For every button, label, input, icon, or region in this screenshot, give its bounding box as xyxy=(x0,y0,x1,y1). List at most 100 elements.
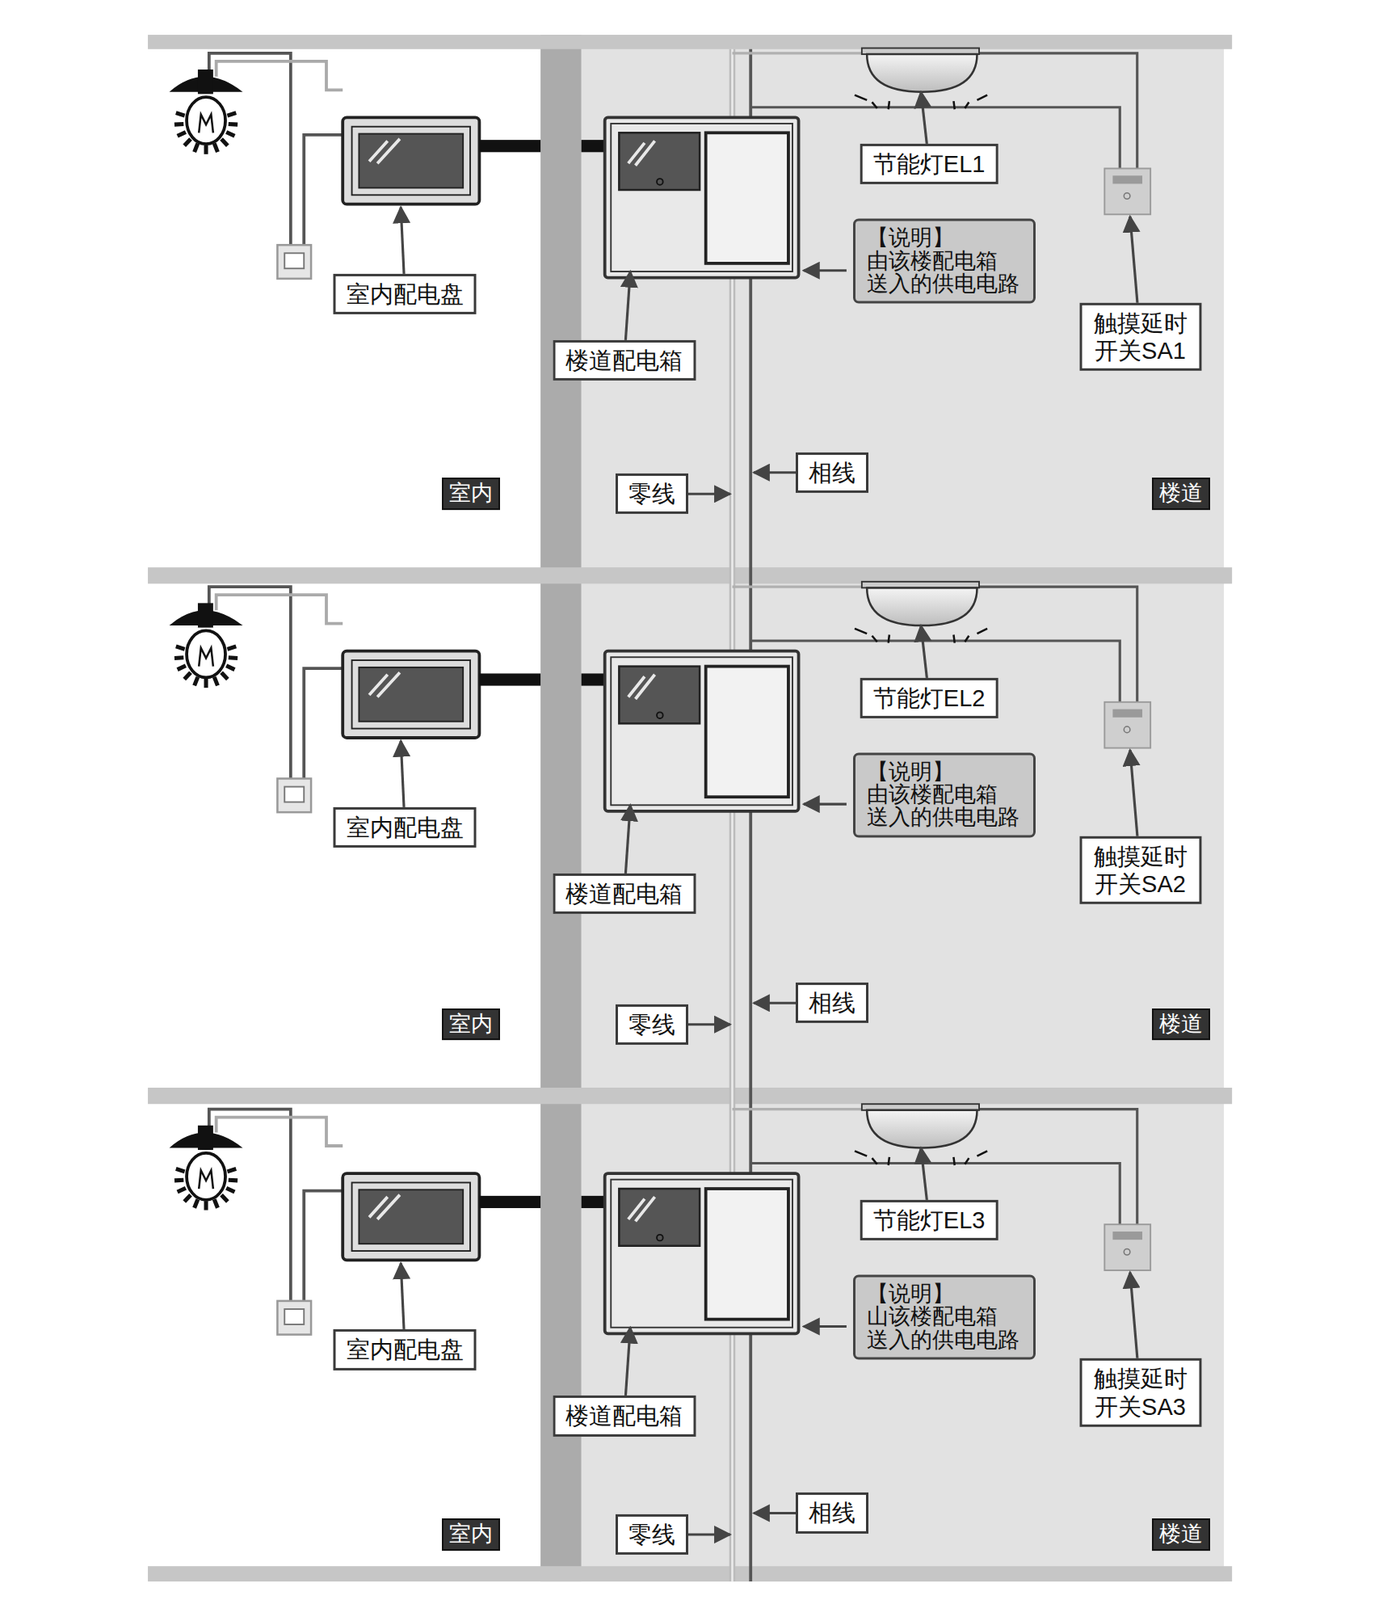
light-ray xyxy=(854,95,867,101)
indoor-wire xyxy=(216,61,344,90)
label-box: 零线 xyxy=(615,473,689,514)
bulb-ray xyxy=(176,113,185,117)
indoor-wire xyxy=(216,1117,344,1146)
label-box: 室内配电盘 xyxy=(333,807,477,848)
filament xyxy=(198,1169,214,1189)
bulb-ray xyxy=(184,1194,191,1202)
bulb-ray xyxy=(177,132,186,137)
glass-glint xyxy=(628,140,656,165)
touch-point xyxy=(1123,1248,1131,1256)
glass-glint xyxy=(369,138,400,164)
lamp-wire xyxy=(732,585,868,589)
light-ray xyxy=(953,1156,955,1165)
label-box: 节能灯EL3 xyxy=(860,1199,999,1241)
glass-glint xyxy=(628,1196,656,1221)
bulb-ray xyxy=(174,121,184,127)
bulb-ray xyxy=(228,1177,238,1183)
light-bulb xyxy=(186,630,226,677)
light-bulb xyxy=(186,1152,226,1200)
leader-line xyxy=(803,802,847,805)
label-text: 触摸延时 开关SA1 xyxy=(1092,308,1189,364)
label-text: 楼道 xyxy=(1159,1011,1203,1038)
wall xyxy=(540,34,582,1581)
cable xyxy=(581,672,606,686)
note-box: 【说明】山该楼配电箱 送入的供电电路 xyxy=(853,1273,1036,1359)
light-ray xyxy=(888,100,890,110)
bulb-ray xyxy=(177,1187,186,1192)
label-text: 由该楼配电箱 送入的供电电路 xyxy=(866,782,1022,829)
bulb-ray xyxy=(174,1177,184,1183)
lamp-wire xyxy=(732,51,868,55)
floor-illustration xyxy=(169,48,1152,361)
label-box: 楼道配电箱 xyxy=(552,340,696,381)
lamp-wire xyxy=(977,586,1138,703)
indoor-wire xyxy=(303,1190,343,1301)
area-tag: 室内 xyxy=(441,477,501,510)
board-frame xyxy=(352,126,471,196)
label-box: 楼道配电箱 xyxy=(552,873,696,914)
ceiling-lamp xyxy=(866,54,977,93)
label-text: 【说明】 xyxy=(866,760,1022,783)
light-ray xyxy=(977,628,988,634)
label-text: 触摸延时 开关SA3 xyxy=(1092,1364,1189,1420)
bulb-ray xyxy=(184,672,191,679)
meter-window xyxy=(618,1188,700,1246)
label-text: 相线 xyxy=(808,988,856,1017)
label-text: 相线 xyxy=(808,1498,856,1526)
light-ray xyxy=(977,95,988,101)
label-text: 零线 xyxy=(628,1009,676,1038)
label-text: 楼道 xyxy=(1159,1521,1203,1547)
label-text: 节能灯EL3 xyxy=(873,1206,986,1234)
light-ray xyxy=(871,635,877,643)
label-text: 楼道 xyxy=(1159,480,1203,507)
label-box: 零线 xyxy=(615,1003,689,1044)
light-ray xyxy=(977,1150,988,1156)
label-box: 楼道配电箱 xyxy=(552,1395,696,1436)
touch-switch xyxy=(1104,1223,1151,1270)
label-text: 室内 xyxy=(449,1521,493,1547)
bulb-ray xyxy=(214,676,218,686)
light-ray xyxy=(953,100,955,110)
light-ray xyxy=(964,635,969,643)
label-text: 触摸延时 开关SA2 xyxy=(1092,842,1189,898)
indoor-board xyxy=(342,651,480,738)
bulb-ray xyxy=(214,143,218,153)
glass-glint xyxy=(369,672,400,697)
label-text: 节能灯EL2 xyxy=(873,683,986,711)
bulb-ray xyxy=(226,646,236,650)
light-ray xyxy=(888,634,890,643)
bulb-ray xyxy=(177,665,186,670)
lock xyxy=(656,1234,664,1241)
label-text: 室内配电盘 xyxy=(346,280,464,308)
light-ray xyxy=(964,101,969,109)
bulb-ray xyxy=(226,113,236,117)
box-door xyxy=(706,666,789,798)
floor-illustration xyxy=(169,581,1152,894)
touch-switch xyxy=(1104,702,1151,749)
label-text: 节能灯EL1 xyxy=(873,150,986,178)
box-frame xyxy=(610,1179,793,1328)
ceiling-lamp xyxy=(866,1109,977,1148)
label-box: 零线 xyxy=(615,1513,689,1555)
floor-slab xyxy=(147,34,1232,50)
lamp-holder xyxy=(197,69,214,94)
cable xyxy=(479,139,541,152)
bulb-ray xyxy=(226,1168,236,1172)
bulb-ray xyxy=(176,1168,185,1172)
label-text: 室内 xyxy=(449,1011,493,1038)
label-box: 室内配电盘 xyxy=(333,273,477,315)
box-frame xyxy=(610,656,793,805)
label-text: 【说明】 xyxy=(866,1282,1022,1305)
label-text: 零线 xyxy=(628,479,676,508)
glass-glint xyxy=(369,1194,400,1220)
box-door xyxy=(706,1188,789,1320)
lamp-holder xyxy=(197,1125,214,1150)
lamp-wire xyxy=(977,1109,1138,1225)
board-frame xyxy=(352,659,471,729)
lamp-wire xyxy=(977,53,1138,169)
indoor-wire xyxy=(303,668,343,778)
bulb-ray xyxy=(228,655,238,660)
label-box: 节能灯EL1 xyxy=(860,143,999,185)
label-box: 相线 xyxy=(795,1492,869,1533)
